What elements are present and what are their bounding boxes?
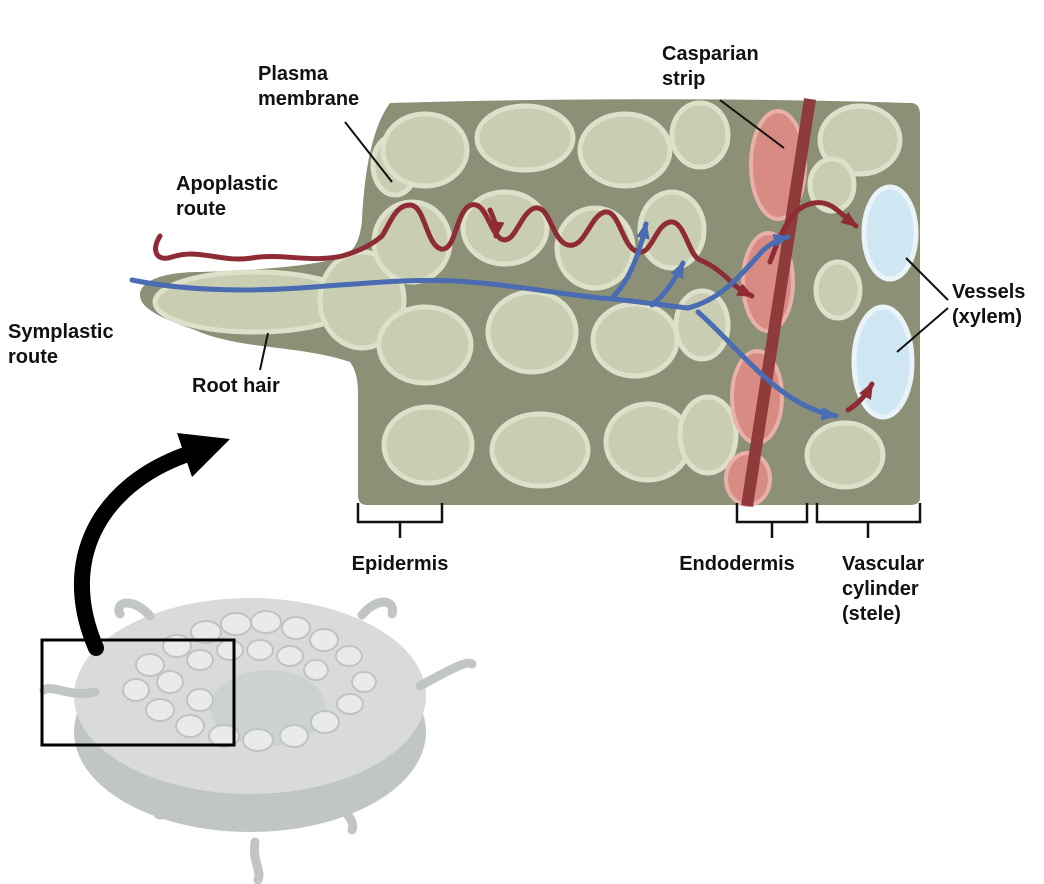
leader-lines — [259, 99, 949, 371]
tissue-block — [140, 98, 920, 507]
casparian-strip-band — [741, 98, 816, 507]
vascular-cylinder-label: Vascular cylinder (stele) — [842, 553, 925, 625]
root-cross-section-inset — [39, 597, 477, 884]
endodermis-label: Endodermis — [679, 553, 795, 575]
vessels-leader-lower — [896, 307, 949, 353]
vessels-leader-upper — [905, 257, 949, 301]
vessels-xylem-label: Vessels (xylem) — [952, 281, 1026, 328]
root-hair-label: Root hair — [192, 375, 280, 397]
endodermis-bracket — [735, 503, 809, 538]
casparian-strip-leader — [719, 99, 785, 149]
symplastic-route-label: Symplastic route — [8, 321, 114, 368]
apoplastic-route-label: Apoplastic route — [176, 173, 279, 220]
vascular-cylinder-bracket — [815, 503, 922, 538]
apoplastic-route-path — [153, 200, 875, 413]
region-brackets — [356, 503, 922, 538]
plasma-membrane-leader — [344, 121, 393, 183]
plasma-membrane-label: Plasma membrane — [258, 63, 360, 110]
inset-selection-rectangle — [40, 638, 236, 747]
epidermis-label: Epidermis — [351, 553, 449, 575]
epidermis-bracket — [356, 503, 444, 538]
cortex-cells — [152, 100, 903, 490]
inset-zoom-arrow — [73, 433, 230, 656]
root-hair-leader — [259, 332, 269, 371]
symplastic-route-path — [129, 221, 839, 421]
casparian-strip-label: Casparian strip — [662, 43, 759, 90]
inset-cells — [122, 610, 377, 752]
